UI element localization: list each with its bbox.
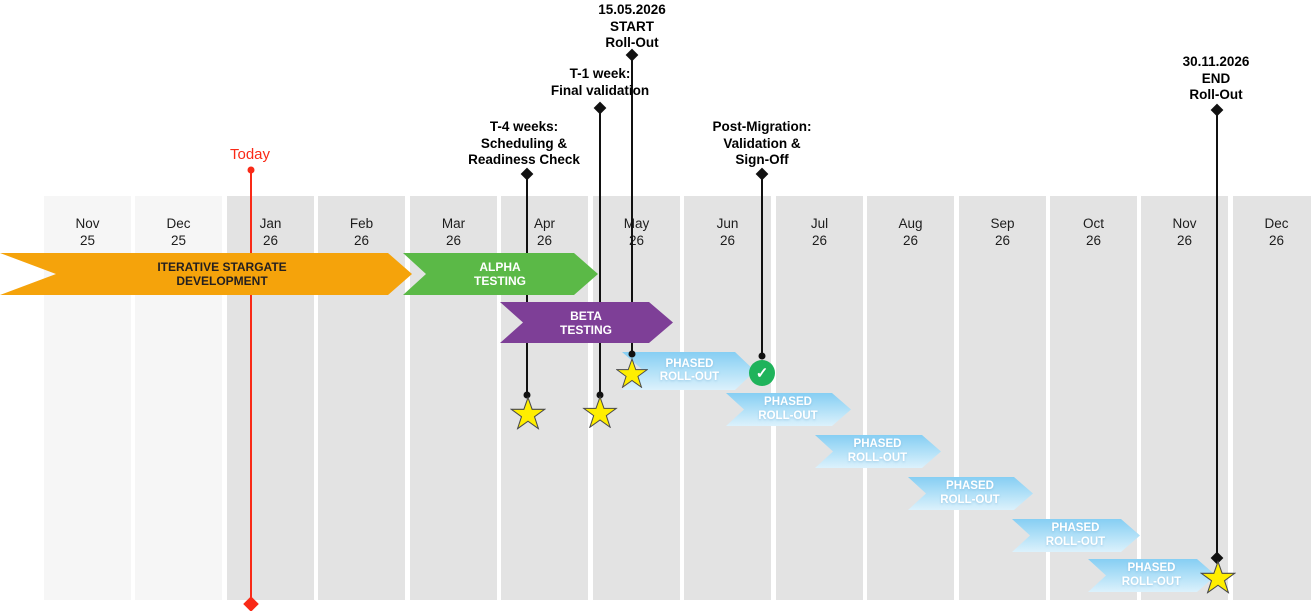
milestone-line-t1-week [599, 110, 601, 395]
phase-label-line: ROLL-OUT [847, 451, 908, 464]
phase-label-line: PHASED [946, 480, 994, 492]
phase-label-line: TESTING [473, 274, 526, 288]
today-top-dot [247, 166, 255, 174]
phase-arrow-beta-testing: BETA TESTING [500, 302, 673, 343]
check-icon: ✓ [749, 360, 775, 386]
milestone-diamond-post-migration [755, 167, 769, 181]
milestone-label-t1-week: T-1 week: Final validation [550, 66, 650, 98]
milestone-line-post-migration [761, 176, 763, 357]
phase-label-line: ROLL-OUT [1045, 535, 1106, 548]
milestone-dot-t4-weeks [523, 391, 531, 399]
phase-label-line: PHASED [1051, 522, 1100, 534]
phase-arrow-phased-rollout-3: PHASED ROLL-OUT [815, 435, 941, 468]
star-icon-t4-weeks [510, 396, 546, 430]
phase-label-line: DEVELOPMENT [176, 274, 268, 288]
milestone-label-t4-weeks: T-4 weeks: Scheduling & Readiness Check [468, 119, 580, 167]
milestone-label-start-rollout: 15.05.2026 START Roll-Out [598, 2, 666, 50]
milestone-line-end-rollout [1216, 112, 1218, 557]
phase-label-line: PHASED [1127, 562, 1176, 574]
milestone-diamond-end-rollout-top [1210, 103, 1224, 117]
phase-label-line: ALPHA [479, 260, 521, 274]
phase-label-line: PHASED [853, 438, 902, 450]
milestone-label-post-migration: Post-Migration: Validation & Sign-Off [712, 119, 812, 167]
phase-arrow-alpha-testing: ALPHA TESTING [403, 253, 598, 295]
phase-label-line: TESTING [559, 322, 612, 337]
phase-arrow-phased-rollout-6: PHASED ROLL-OUT [1088, 559, 1216, 592]
milestone-label-end-rollout: 30.11.2026 END Roll-Out [1182, 54, 1250, 102]
star-icon-start-rollout [616, 358, 648, 388]
milestone-diamond-t1-week [593, 101, 607, 115]
phase-label-line: ITERATIVE STARGATE [157, 260, 287, 274]
phase-label-line: ROLL-OUT [940, 493, 1000, 506]
phase-arrow-iterative-stargate-development: ITERATIVE STARGATE DEVELOPMENT [0, 253, 412, 295]
today-line [250, 168, 252, 604]
phase-label-line: PHASED [764, 396, 812, 408]
phase-label-line: PHASED [665, 357, 714, 370]
milestone-line-start-rollout [631, 57, 633, 354]
phase-label-line: ROLL-OUT [659, 371, 720, 383]
star-icon-end-rollout [1200, 560, 1236, 594]
today-label: Today [229, 146, 271, 163]
star-icon-t1-week [582, 396, 618, 428]
phase-label-line: ROLL-OUT [758, 409, 818, 422]
phase-arrow-phased-rollout-2: PHASED ROLL-OUT [726, 393, 851, 426]
phase-label-line: BETA [570, 308, 602, 323]
phase-label-line: ROLL-OUT [1121, 575, 1182, 588]
milestone-dot-start-rollout [628, 350, 636, 358]
milestone-diamond-t4-weeks [520, 167, 534, 181]
phase-arrow-phased-rollout-4: PHASED ROLL-OUT [908, 477, 1033, 510]
milestone-dot-t1-week [596, 391, 604, 399]
phase-arrow-phased-rollout-5: PHASED ROLL-OUT [1012, 519, 1140, 552]
milestone-dot-post-migration [758, 352, 766, 360]
